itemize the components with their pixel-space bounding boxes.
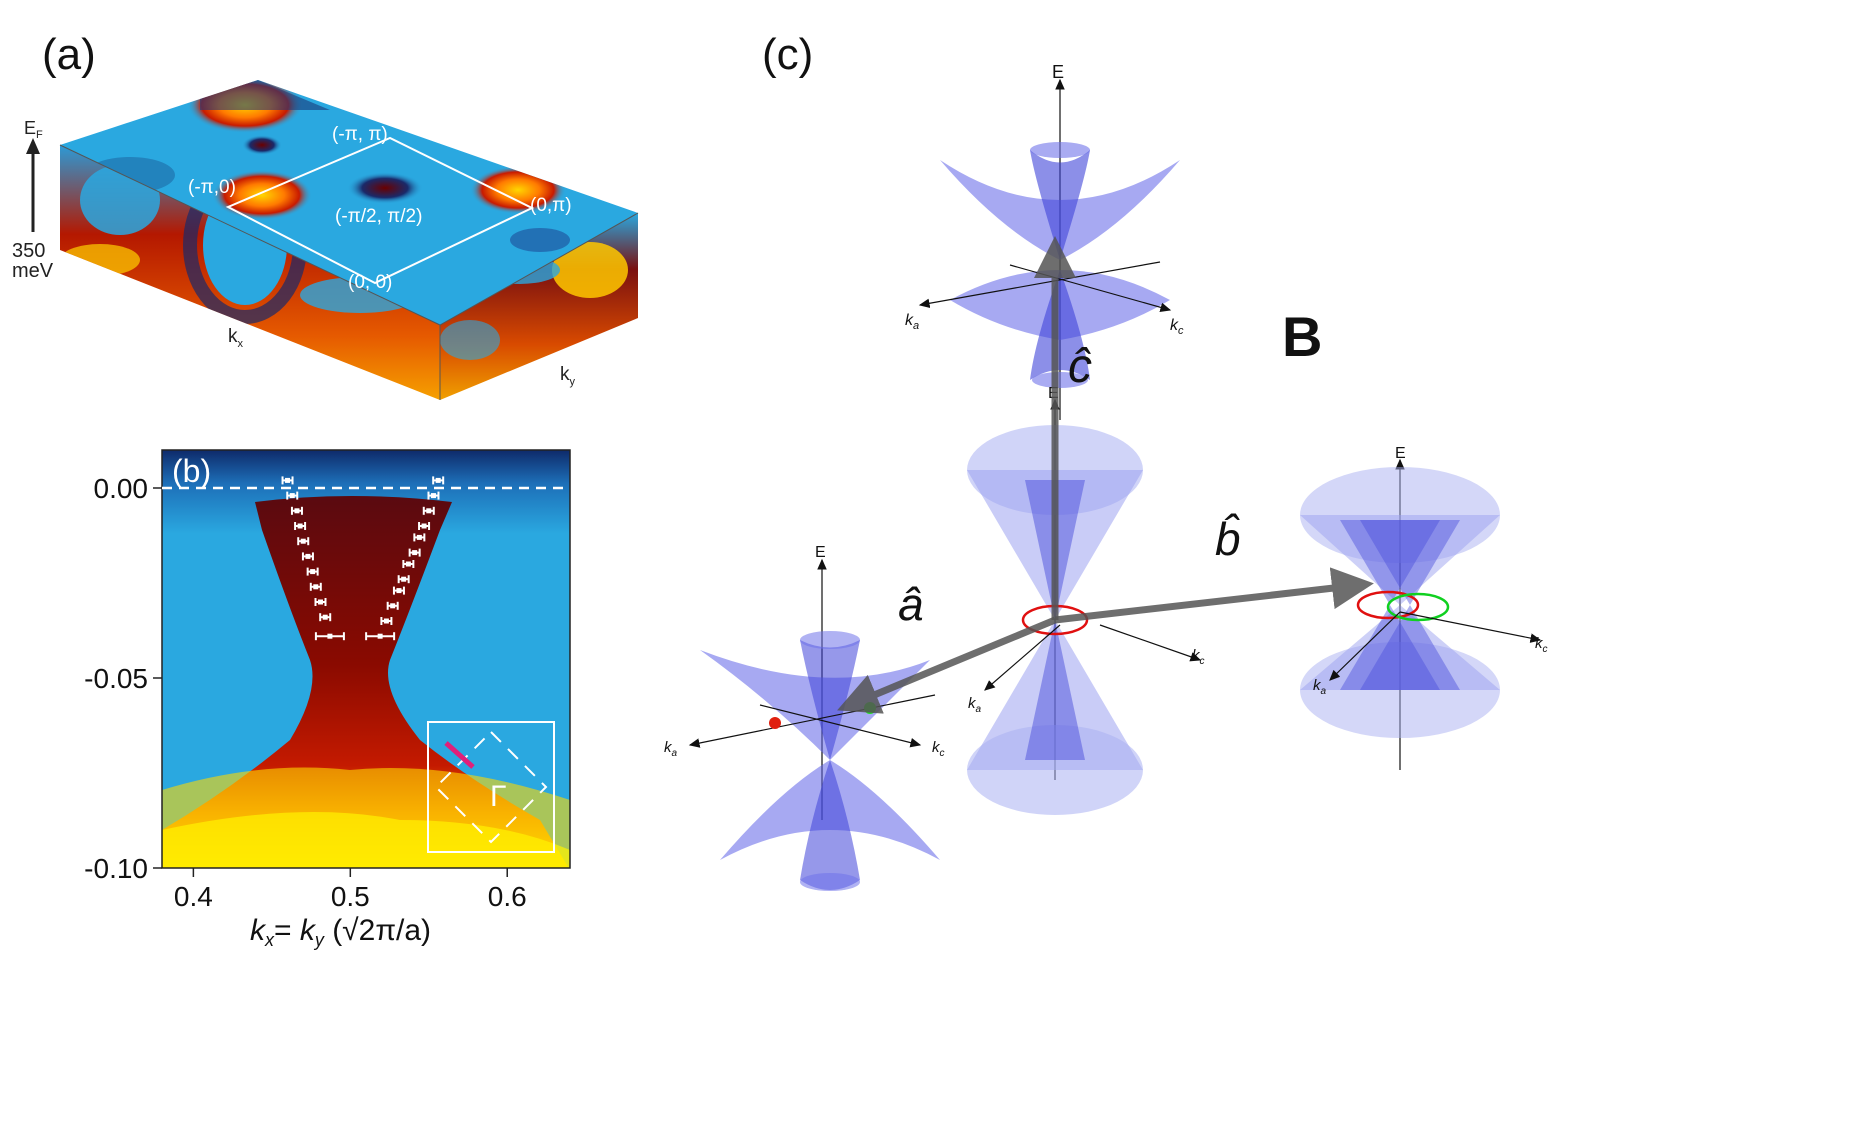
data-point bbox=[314, 632, 345, 641]
energy-value: 350 bbox=[12, 240, 45, 262]
kx-label: kx bbox=[228, 326, 244, 350]
axis-e-left: E bbox=[815, 544, 826, 561]
ef-label: EF bbox=[24, 118, 43, 141]
cube-top-face bbox=[60, 80, 638, 325]
axis-e-right: E bbox=[1395, 445, 1406, 462]
data-point bbox=[380, 617, 393, 625]
axis-ticks: 0.4 0.5 0.6 0.00 -0.05 -0.10 bbox=[84, 473, 527, 912]
data-point bbox=[309, 582, 322, 591]
b-big-label: B bbox=[1282, 305, 1322, 368]
vector-b bbox=[1054, 567, 1374, 624]
svg-text:kc: kc bbox=[1192, 647, 1205, 667]
axis-e-top: E bbox=[1052, 62, 1064, 82]
panel-a-label: (a) bbox=[42, 30, 96, 79]
data-point bbox=[386, 601, 399, 610]
label-origin: (0, 0) bbox=[348, 272, 392, 293]
y-tick-label: -0.10 bbox=[84, 853, 148, 884]
x-tick-label: 0.6 bbox=[488, 881, 527, 912]
data-point bbox=[319, 613, 332, 622]
cone-b: E kc ka bbox=[1300, 445, 1548, 770]
data-point bbox=[392, 586, 405, 595]
data-point bbox=[365, 632, 396, 641]
energy-unit: meV bbox=[12, 260, 54, 282]
x-tick-label: 0.4 bbox=[174, 881, 213, 912]
data-point bbox=[281, 476, 294, 485]
vec-b-label: b̂ bbox=[1215, 513, 1241, 565]
data-point bbox=[294, 522, 307, 530]
label-neg-pi-0: (-π,0) bbox=[188, 177, 236, 198]
gamma-label: Γ bbox=[490, 780, 507, 813]
data-point bbox=[422, 506, 435, 515]
y-tick-label: -0.05 bbox=[84, 663, 148, 694]
label-neg-pi-pi: (-π, π) bbox=[332, 124, 388, 145]
svg-text:kc: kc bbox=[1170, 317, 1184, 337]
data-point bbox=[427, 491, 440, 500]
data-point bbox=[314, 598, 327, 606]
x-axis-label: kx= ky (√2π/a) bbox=[250, 914, 431, 950]
svg-text:ka: ka bbox=[905, 312, 919, 332]
panel-b-label: (b) bbox=[172, 453, 211, 489]
svg-text:ka: ka bbox=[664, 739, 678, 759]
saddle-c: E ka kc bbox=[905, 62, 1184, 420]
data-point bbox=[301, 552, 314, 561]
weyl-point-red bbox=[769, 717, 781, 729]
data-point bbox=[413, 533, 426, 542]
data-points bbox=[281, 476, 445, 641]
data-point bbox=[286, 491, 299, 500]
vector-a bbox=[837, 616, 1057, 714]
data-point bbox=[297, 537, 310, 546]
axis-ka-top-sub: a bbox=[913, 320, 919, 332]
cut-line bbox=[444, 741, 475, 769]
panel-c-label: (c) bbox=[762, 30, 814, 79]
x-tick-label: 0.5 bbox=[331, 881, 370, 912]
plot-frame bbox=[161, 449, 571, 869]
ky-label: ky bbox=[560, 364, 576, 388]
cone-center: E kc ka bbox=[967, 385, 1205, 815]
data-point bbox=[397, 575, 410, 584]
weyl-point-green bbox=[864, 702, 876, 714]
label-zero-pi: (0,π) bbox=[530, 195, 572, 216]
svg-text:kc: kc bbox=[932, 739, 945, 759]
svg-text:kc: kc bbox=[1535, 635, 1548, 655]
data-point bbox=[290, 506, 303, 515]
data-point bbox=[402, 560, 415, 568]
data-point bbox=[432, 476, 445, 485]
data-point bbox=[408, 548, 421, 557]
data-point bbox=[418, 522, 431, 530]
vec-c-label: ĉ bbox=[1068, 340, 1092, 393]
label-neg-half-pi: (-π/2, π/2) bbox=[335, 206, 422, 227]
y-tick-label: 0.00 bbox=[94, 473, 149, 504]
svg-text:ka: ka bbox=[968, 695, 982, 715]
energy-arrow-head bbox=[26, 138, 40, 154]
vec-a-label: â bbox=[898, 578, 924, 630]
data-point bbox=[306, 567, 319, 576]
brillouin-zone-outline bbox=[225, 136, 535, 285]
panel-b-dispersion-plot: 0.4 0.5 0.6 0.00 -0.05 -0.10 (b) Γ kx= ky (√2… bbox=[84, 449, 571, 950]
bz-inset: Γ bbox=[427, 721, 555, 853]
panel-a-arpes-cube: (-π, π) (-π,0) (-π/2, π/2) (0,π) (0, 0) … bbox=[12, 80, 639, 400]
panel-c-weyl-diagram: E ka kc E kc ka bbox=[664, 62, 1548, 891]
